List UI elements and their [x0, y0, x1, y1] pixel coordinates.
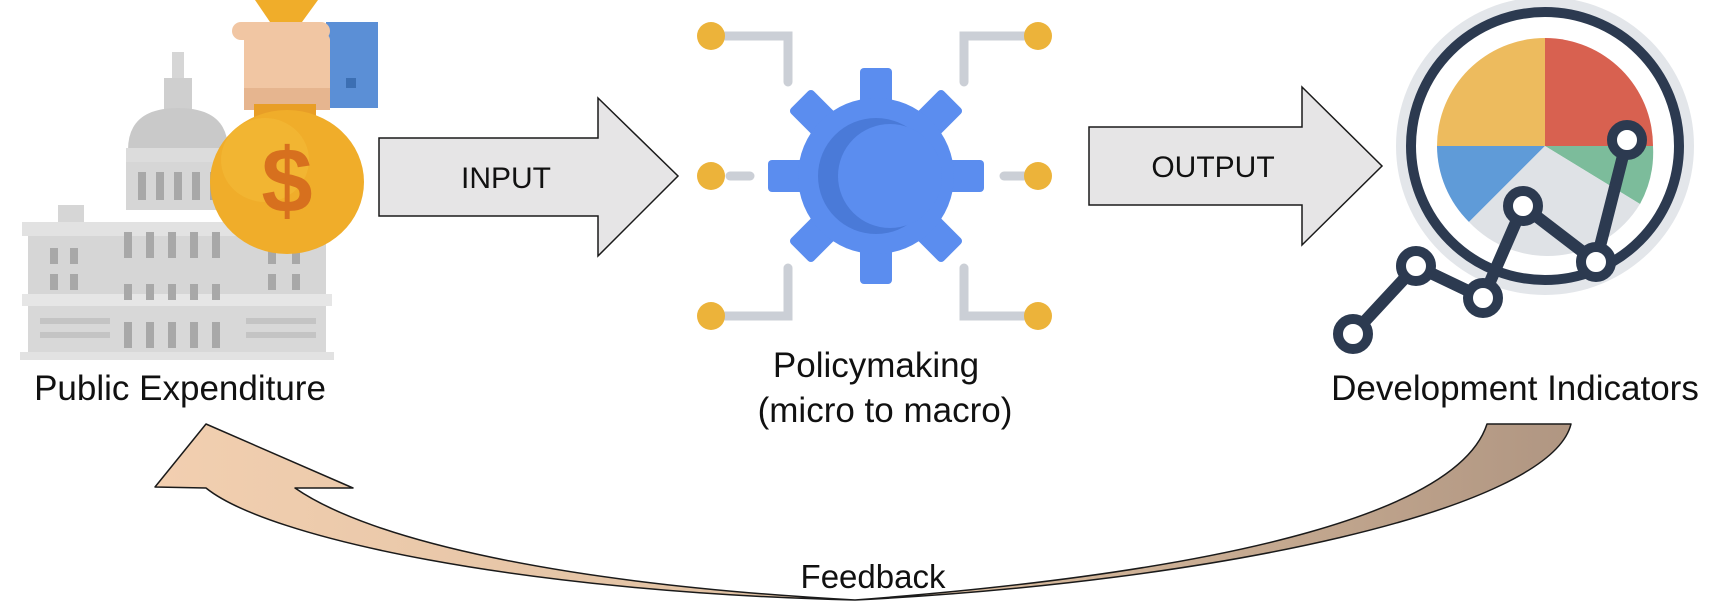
svg-text:$: $: [261, 130, 312, 232]
development-indicators-label: Development Indicators: [1331, 369, 1699, 408]
output-label: OUTPUT: [1151, 151, 1274, 184]
gear-network-icon: [697, 22, 1052, 330]
public-expenditure-icon: $: [20, 0, 378, 360]
money-bag-icon: $: [210, 0, 378, 254]
output-arrow: OUTPUT: [1088, 85, 1384, 247]
policymaking-label: Policymaking: [773, 346, 979, 385]
input-label: INPUT: [461, 162, 551, 195]
feedback-label: Feedback: [801, 558, 946, 595]
public-expenditure-label: Public Expenditure: [34, 369, 326, 408]
pie-line-chart-icon: [1333, 0, 1694, 354]
feedback-arrow: Feedback: [154, 423, 1572, 601]
policymaking-sublabel: (micro to macro): [758, 391, 1013, 430]
input-arrow: INPUT: [378, 96, 680, 258]
